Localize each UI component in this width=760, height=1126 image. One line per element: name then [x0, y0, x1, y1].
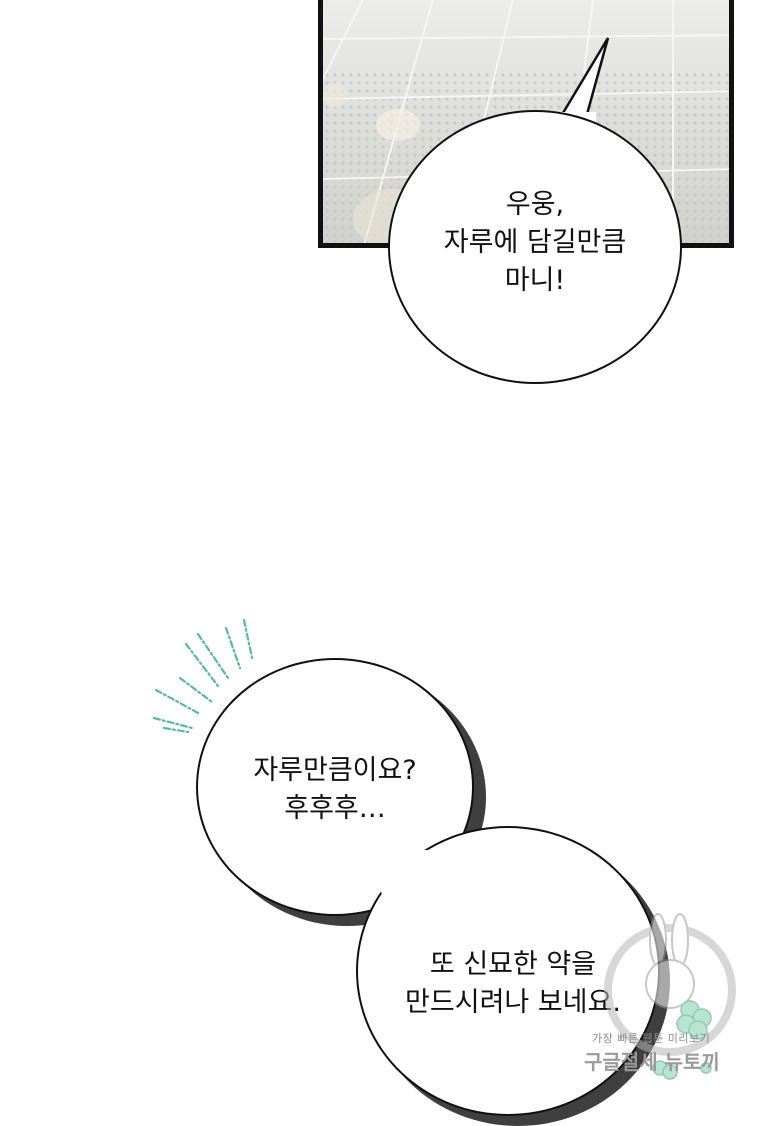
- speech-line: 자루만큼이요?: [253, 755, 417, 786]
- speech-text: 우웅, 자루에 담길만큼 마니!: [388, 186, 682, 300]
- speech-text: 또 신묘한 약을 만드시려나 보네요.: [356, 946, 670, 1022]
- speech-text: 자루만큼이요? 후후후…: [196, 752, 474, 828]
- speech-line: 우웅,: [505, 189, 565, 220]
- watermark-title: 구글절세 뉴토끼: [584, 1050, 720, 1074]
- watermark-caption: 가장 빠른 웹툰 미리보기: [592, 1032, 711, 1045]
- emphasis-lines: [152, 618, 254, 734]
- speech-line: 또 신묘한 약을: [429, 949, 597, 980]
- speech-line: 자루에 담길만큼: [443, 227, 627, 258]
- speech-bubble: [388, 110, 682, 384]
- watermark-logo-icon: [604, 913, 736, 1080]
- speech-line: 마니!: [504, 265, 566, 296]
- bubble-merge: [380, 850, 460, 910]
- speech-line: 만드시려나 보네요.: [405, 987, 621, 1018]
- speech-line: 후후후…: [284, 793, 386, 824]
